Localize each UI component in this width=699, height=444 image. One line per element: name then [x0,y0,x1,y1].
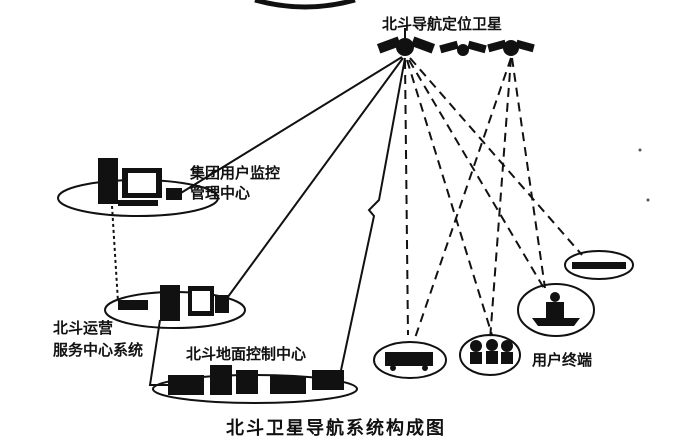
satellites-label: 北斗导航定位卫星 [382,15,503,33]
link-satellite-to-ground-control [339,57,406,376]
terminal-aircraft [564,250,634,280]
wire-group-to-ops [111,205,119,303]
group-user-center-node [57,158,219,217]
diagram-title: 北斗卫星导航系统构成图 [226,418,446,439]
group-center-label-line1: 集团用户监控 [190,164,281,182]
scan-dot [646,198,650,202]
wire-ops-to-ground [148,319,170,386]
satellite-right [487,39,535,56]
satellite-left [376,28,436,56]
link-satellite-to-group-center [175,56,403,197]
terminal-vehicle [373,341,447,379]
ground-control-label: 北斗地面控制中心 [186,345,307,363]
satellite-middle [439,40,487,56]
user-terminals-label: 用户终端 [532,351,593,369]
top-arc-fragment [254,0,356,10]
terminal-ship [517,283,595,337]
ops-center-label-line1: 北斗运营 [53,319,114,337]
link-satellite-to-ops-center [221,57,404,306]
ground-control-node [152,365,358,404]
ops-center-label-line2: 服务中心系统 [53,341,144,359]
scan-dot [638,148,642,152]
terminal-people [459,334,521,376]
ops-center-node [104,285,246,329]
dashed-signal-links [404,57,583,341]
group-center-label-line2: 管理中心 [190,184,251,202]
